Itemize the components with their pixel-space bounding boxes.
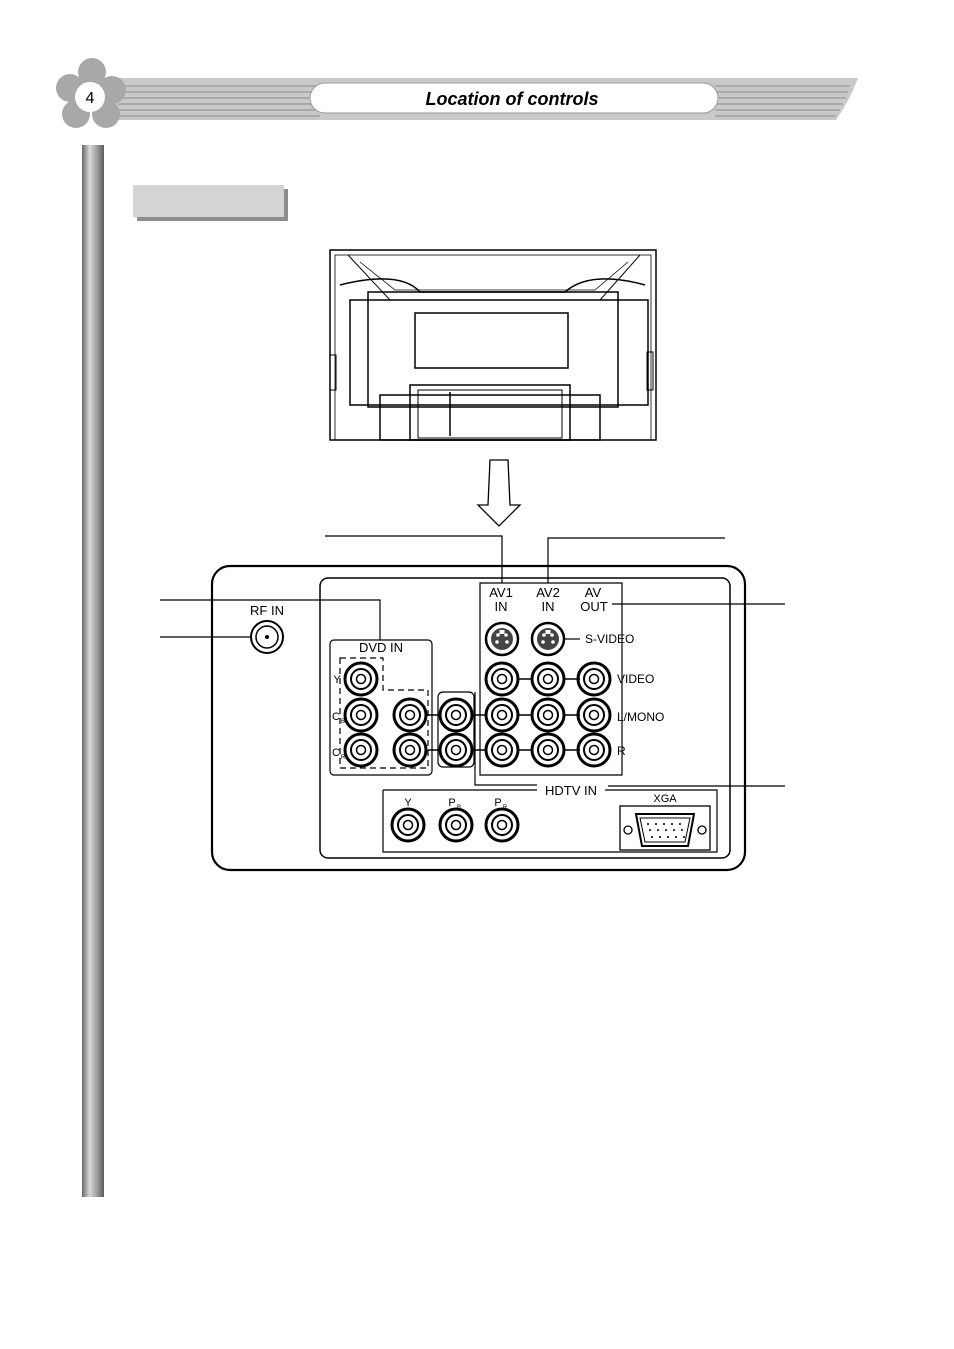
header-title-pill — [309, 82, 719, 114]
video-label: VIDEO — [617, 672, 654, 686]
rca-jack — [484, 732, 520, 768]
rca-jack — [438, 732, 474, 768]
hdtv-pb-sub-label: B — [457, 805, 461, 811]
page-title: Location of controls — [426, 89, 599, 109]
rca-jack — [530, 732, 566, 768]
rca-jack — [343, 661, 379, 697]
av1-label-line2: IN — [495, 599, 508, 614]
dvd-in-label: DVD IN — [359, 640, 403, 655]
rca-jack — [576, 732, 612, 768]
page-header: Location of controls 4 — [56, 58, 858, 128]
rca-jacks — [343, 661, 612, 843]
l-mono-label: L/MONO — [617, 710, 664, 724]
hdtv-in-label: HDTV IN — [545, 783, 597, 798]
rca-jack — [392, 697, 428, 733]
dvd-cb-label: C — [332, 711, 340, 723]
xga-label: XGA — [653, 793, 677, 805]
down-arrow-icon — [476, 459, 522, 527]
dvd-y-label: Y — [333, 674, 341, 686]
flower-icon — [56, 58, 126, 128]
s-video-jacks — [484, 621, 580, 657]
xga-port — [619, 805, 711, 851]
rca-jack — [343, 732, 379, 768]
section-tab — [133, 185, 288, 221]
rf-in-jack — [250, 620, 284, 654]
rca-jack — [392, 732, 428, 768]
side-rail — [82, 145, 104, 1197]
avout-label-line1: AV — [585, 585, 602, 600]
tv-rear-illustration — [329, 249, 657, 441]
rca-jack — [530, 661, 566, 697]
hdtv-pb-label: P — [448, 797, 455, 809]
jack-link-lines — [428, 678, 580, 751]
panel-labels: RF IN DVD IN Y C B C R AV1 IN AV2 IN AV … — [250, 585, 677, 811]
rca-jack — [343, 697, 379, 733]
rca-jack — [530, 697, 566, 733]
rca-jack — [438, 807, 474, 843]
hdtv-pr-label: P — [494, 797, 501, 809]
hdtv-pr-sub-label: R — [503, 805, 508, 811]
s-video-label: S-VIDEO — [585, 632, 634, 646]
callout-lines — [160, 535, 785, 787]
rca-jack — [390, 807, 426, 843]
av1-label-line1: AV1 — [489, 585, 513, 600]
rca-jack — [576, 697, 612, 733]
hdtv-y-label: Y — [404, 797, 412, 809]
page-number: 4 — [86, 90, 95, 107]
rca-jack — [438, 697, 474, 733]
r-label: R — [617, 744, 626, 758]
av2-label-line2: IN — [542, 599, 555, 614]
avout-label-line2: OUT — [580, 599, 608, 614]
connector-panel — [210, 564, 747, 872]
rca-jack — [484, 697, 520, 733]
header-stripes — [118, 85, 850, 117]
rca-jack — [576, 661, 612, 697]
rf-in-label: RF IN — [250, 603, 284, 618]
rca-jack — [484, 661, 520, 697]
av2-label-line1: AV2 — [536, 585, 560, 600]
rca-jack — [484, 807, 520, 843]
dvd-cr-sub-label: R — [341, 755, 346, 761]
dvd-cb-sub-label: B — [341, 719, 345, 725]
dvd-cr-label: C — [332, 747, 340, 759]
